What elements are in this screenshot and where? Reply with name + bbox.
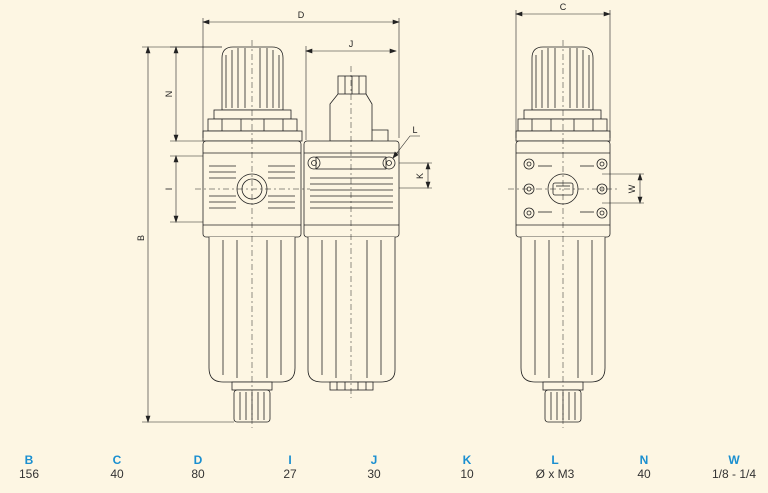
regulator-unit (202, 46, 303, 423)
table-value-B: 156 (18, 467, 40, 481)
table-header-D: D (193, 453, 203, 467)
table-value-N: 40 (637, 467, 651, 481)
table-value-K: 10 (460, 467, 474, 481)
technical-drawing: D C J L N I B K W (136, 2, 644, 428)
lubricator-unit (303, 75, 400, 391)
table-value-C: 40 (110, 467, 124, 481)
table-header-B: B (24, 453, 34, 467)
dim-label-B: B (136, 235, 146, 241)
table-value-row: 156 40 80 27 30 10 Ø x M3 40 1/8 - 1/4 (0, 467, 768, 492)
table-value-I: 27 (283, 467, 297, 481)
table-header-W: W (728, 453, 740, 467)
table-header-I: I (288, 453, 292, 467)
table-value-L: Ø x M3 (535, 467, 575, 481)
table-value-D: 80 (191, 467, 205, 481)
table-header-L: L (551, 453, 559, 467)
center-lines (195, 40, 618, 428)
table-header-N: N (639, 453, 649, 467)
dim-label-I: I (164, 188, 174, 191)
dim-label-L: L (412, 125, 417, 135)
table-value-J: 30 (367, 467, 381, 481)
dimension-letters: D C J L N I B K W (136, 2, 637, 241)
dim-label-K: K (415, 173, 425, 179)
table-header-K: K (462, 453, 472, 467)
dim-label-C: C (560, 2, 567, 12)
dimension-lines (142, 10, 644, 423)
table-header-J: J (370, 453, 378, 467)
dim-label-D: D (298, 10, 305, 20)
dim-label-N: N (164, 91, 174, 98)
dim-label-W: W (627, 184, 637, 193)
dimension-table: B C D I J K L N W 156 40 80 27 30 10 Ø x… (0, 448, 768, 492)
table-header-row: B C D I J K L N W (0, 448, 768, 470)
dim-label-J: J (349, 39, 354, 49)
table-value-W: 1/8 - 1/4 (711, 467, 757, 481)
table-header-C: C (112, 453, 122, 467)
